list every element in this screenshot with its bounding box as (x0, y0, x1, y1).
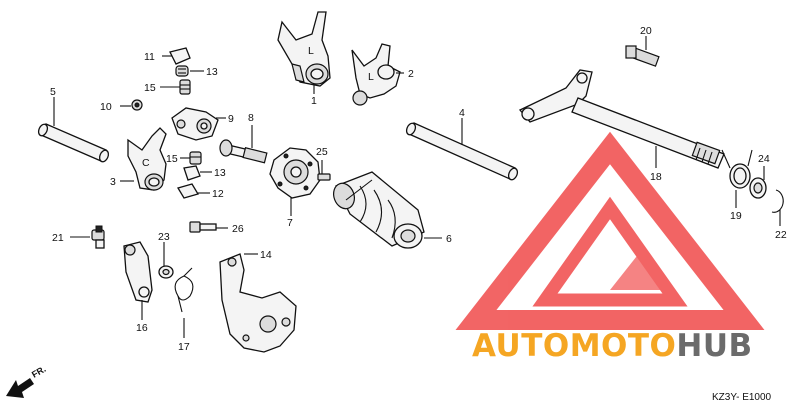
label-16: 16 (136, 322, 148, 334)
fork-2-mark: L (368, 71, 374, 83)
part-8-bolt (219, 139, 268, 164)
part-15-pin-lower (189, 151, 202, 165)
part-13-spring-upper (175, 65, 189, 77)
watermark-text: AUTOMOTOHUB (472, 328, 753, 364)
label-14: 14 (260, 249, 272, 261)
part-11-cap (169, 47, 191, 65)
front-direction-label: FR. (30, 364, 48, 380)
label-18: 18 (650, 171, 662, 183)
part-13-spring-lower (183, 165, 201, 181)
diagram-code: KZ3Y- E1000 (712, 392, 772, 403)
part-26-bolt (189, 221, 217, 233)
label-13-lower: 13 (214, 167, 226, 179)
label-24: 24 (758, 153, 770, 165)
label-11: 11 (144, 51, 155, 63)
fork-3-mark: C (142, 157, 150, 169)
part-19-return-spring (721, 149, 753, 189)
label-6: 6 (446, 233, 452, 245)
part-1-shift-fork: L (277, 11, 331, 87)
label-5: 5 (50, 86, 56, 98)
label-13-upper: 13 (206, 66, 218, 78)
watermark-prefix: AUTOMOTO (472, 328, 676, 364)
part-16-stopper-plate (123, 241, 153, 303)
part-10-nut (131, 99, 143, 111)
label-26: 26 (232, 223, 244, 235)
label-1: 1 (311, 95, 317, 107)
part-6-shift-drum (333, 171, 425, 249)
part-17-spring (174, 267, 194, 313)
label-20: 20 (640, 25, 652, 37)
part-21-bolt (91, 225, 105, 249)
label-2: 2 (408, 68, 414, 80)
part-15-pin-upper (179, 79, 191, 95)
part-24-washer (749, 177, 767, 199)
label-15-upper: 15 (144, 82, 156, 94)
label-15-lower: 15 (166, 153, 178, 165)
watermark-suffix: HUB (676, 328, 752, 364)
part-number-labels: 1 2 3 4 5 6 7 8 9 10 11 12 13 13 14 15 1… (50, 25, 787, 353)
part-2-shift-fork: L (351, 43, 401, 106)
label-3: 3 (110, 176, 116, 188)
label-10: 10 (100, 101, 112, 113)
label-19: 19 (730, 210, 742, 222)
part-18-gearshift-spindle (518, 69, 725, 169)
fork-1-mark: L (308, 45, 314, 57)
front-direction-arrow-icon (6, 378, 34, 398)
label-17: 17 (178, 341, 190, 353)
label-4: 4 (459, 107, 465, 119)
label-23: 23 (158, 231, 170, 243)
label-22: 22 (775, 229, 787, 241)
label-21: 21 (52, 232, 64, 244)
part-4-shaft (405, 122, 519, 181)
part-7-shift-drum-center (269, 147, 321, 199)
watermark-logo-icon (455, 131, 765, 330)
label-9: 9 (228, 113, 234, 125)
label-12: 12 (212, 188, 224, 200)
part-3-shift-fork: C (127, 127, 167, 191)
part-12-cap (177, 183, 199, 199)
label-8: 8 (248, 112, 254, 124)
part-22-circlip (771, 189, 784, 213)
part-23-washer (158, 265, 174, 279)
part-25-pin (317, 173, 331, 181)
part-14-guide-plate (219, 253, 297, 353)
part-20-bolt (625, 45, 660, 67)
part-9-stopper-arm (171, 107, 219, 141)
label-7: 7 (287, 217, 293, 229)
part-5-shaft (37, 123, 110, 163)
label-25: 25 (316, 146, 328, 158)
